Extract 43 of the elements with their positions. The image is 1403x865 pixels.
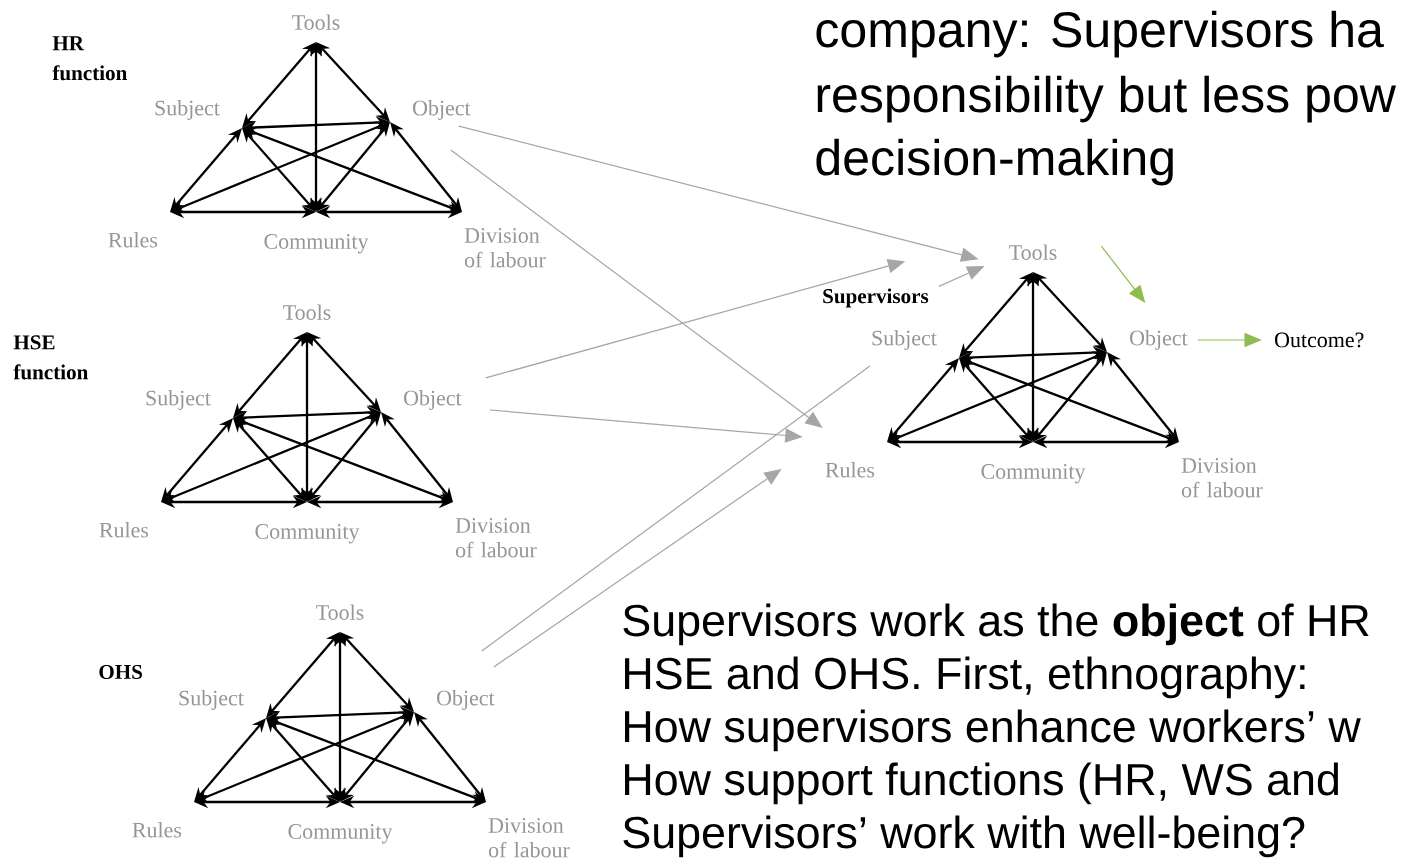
- connector-line: [481, 365, 871, 652]
- vertex-label: Division of labour: [1181, 458, 1263, 498]
- vertex-label: Community: [255, 524, 360, 544]
- heading: Supervisors: [823, 288, 929, 308]
- vertex-label: Community: [264, 234, 369, 254]
- slide-text: How supervisors enhance workers’ w: [625, 709, 1361, 752]
- slide-text: Supervisors work as the object of HR: [623, 603, 1369, 646]
- vertex-label: Tools: [316, 604, 364, 620]
- vertex-label: Tools: [283, 304, 331, 320]
- arrow: [316, 42, 390, 122]
- vertex-label: Rules: [99, 522, 149, 538]
- vertex-label: Community: [981, 464, 1086, 484]
- vertex-label: Rules: [132, 822, 182, 838]
- vertex-label: Subject: [155, 100, 220, 120]
- outcome-label: Outcome?: [1275, 332, 1364, 348]
- vertex-label: Rules: [108, 232, 158, 248]
- heading: OHS: [99, 664, 142, 680]
- arrow: [450, 149, 823, 428]
- vertex-label: Division of labour: [488, 818, 570, 858]
- arrow: [1033, 272, 1107, 352]
- vertex-label: Subject: [179, 690, 244, 710]
- vertex-label: Tools: [1009, 244, 1057, 260]
- vertex-label: Community: [288, 824, 393, 844]
- slide-text: How support functions (HR, WS and: [625, 762, 1338, 805]
- vertex-label: Division of labour: [464, 228, 546, 268]
- vertex-label: Subject: [146, 390, 211, 410]
- vertex-label: Rules: [825, 462, 875, 478]
- slide-text: company: Supervisors ha: [816, 10, 1384, 58]
- heading: HR function: [52, 36, 127, 81]
- vertex-label: Object: [1130, 330, 1188, 350]
- heading: HSE function: [13, 335, 88, 380]
- vertex-label: Tools: [292, 14, 340, 30]
- vertex-label: Subject: [872, 330, 937, 350]
- slide-text: responsibility but less pow: [817, 75, 1397, 123]
- vertex-label: Object: [404, 390, 462, 410]
- arrow: [340, 632, 414, 712]
- slide-text: HSE and OHS. First, ethnography:: [625, 656, 1305, 699]
- arrow: [307, 332, 381, 412]
- vertex-label: Object: [437, 690, 495, 710]
- vertex-label: Division of labour: [455, 518, 537, 558]
- slide-text: Supervisors’ work with well-being?: [623, 815, 1305, 858]
- slide-text: decision-making: [816, 138, 1173, 186]
- vertex-label: Object: [413, 100, 471, 120]
